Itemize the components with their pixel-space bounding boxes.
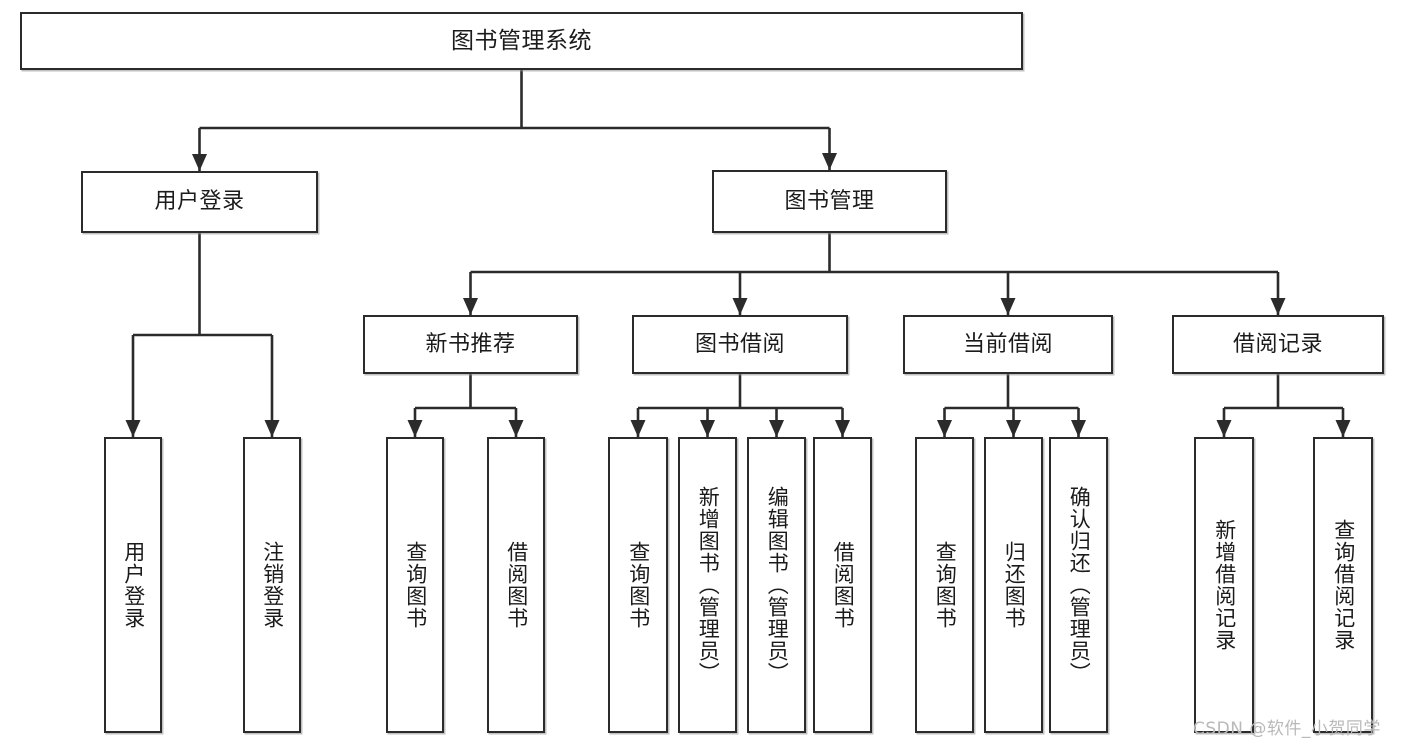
node-l_borrow_book_1[interactable]: 借阅图书	[487, 437, 545, 733]
arrowhead-icon	[822, 153, 837, 170]
node-l_user_login[interactable]: 用户登录	[104, 437, 162, 733]
node-l_edit_book[interactable]: 编辑图书（管理员）	[747, 437, 806, 733]
arrowhead-icon	[192, 154, 207, 171]
arrowhead-icon	[1216, 420, 1232, 437]
node-label: 查询图书	[403, 541, 428, 629]
arrowhead-icon	[1071, 420, 1086, 437]
node-label: 当前借阅	[962, 331, 1053, 357]
arrowhead-icon	[630, 420, 646, 437]
node-l_return_book[interactable]: 归还图书	[984, 437, 1043, 733]
arrowhead-icon	[937, 420, 952, 437]
arrowhead-icon	[1270, 298, 1286, 315]
node-l_query_book_3[interactable]: 查询图书	[915, 437, 974, 733]
node-l_add_book[interactable]: 新增图书（管理员）	[678, 437, 737, 733]
node-l_user_logout[interactable]: 注销登录	[243, 437, 301, 733]
node-l_confirm_ret[interactable]: 确认归还（管理员）	[1049, 437, 1108, 733]
arrowhead-icon	[835, 420, 850, 437]
node-label: 图书管理系统	[451, 27, 592, 54]
arrowhead-icon	[1000, 298, 1016, 315]
arrowhead-icon	[508, 420, 524, 437]
node-label: 归还图书	[1002, 541, 1027, 629]
arrowhead-icon	[264, 420, 280, 437]
arrowhead-icon	[732, 298, 748, 315]
node-label: 确认归还（管理员）	[1067, 486, 1092, 684]
arrowhead-icon	[1335, 420, 1351, 437]
node-new_rec[interactable]: 新书推荐	[363, 315, 578, 374]
node-label: 查询图书	[933, 541, 958, 629]
node-label: 用户登录	[154, 189, 245, 215]
node-root[interactable]: 图书管理系统	[20, 12, 1023, 70]
node-borrow_rec[interactable]: 借阅记录	[1172, 315, 1384, 374]
node-label: 新增图书（管理员）	[696, 486, 721, 684]
arrowhead-icon	[463, 298, 478, 315]
arrowhead-icon	[700, 420, 715, 437]
node-cur_borrow[interactable]: 当前借阅	[903, 315, 1113, 374]
arrowhead-icon	[1006, 420, 1021, 437]
node-label: 借阅图书	[504, 541, 529, 629]
node-label: 注销登录	[260, 541, 285, 629]
node-l_query_book_2[interactable]: 查询图书	[608, 437, 668, 733]
node-label: 图书管理	[784, 188, 875, 214]
node-label: 借阅记录	[1232, 331, 1323, 357]
arrowhead-icon	[769, 420, 784, 437]
node-label: 新增借阅记录	[1212, 519, 1237, 651]
node-label: 用户登录	[121, 541, 146, 629]
arrowhead-icon	[407, 420, 423, 437]
node-label: 图书借阅	[694, 331, 785, 357]
node-user_login[interactable]: 用户登录	[81, 171, 318, 233]
node-label: 借阅图书	[831, 541, 856, 629]
watermark-text: CSDN @软件_小贺同学	[1193, 719, 1381, 739]
node-label: 查询借阅记录	[1331, 519, 1356, 651]
node-book_mgmt[interactable]: 图书管理	[712, 170, 947, 233]
node-label: 编辑图书（管理员）	[765, 486, 790, 684]
node-l_add_rec[interactable]: 新增借阅记录	[1194, 437, 1254, 733]
node-l_query_rec[interactable]: 查询借阅记录	[1313, 437, 1373, 733]
node-label: 查询图书	[626, 541, 651, 629]
arrowhead-icon	[125, 420, 141, 437]
node-l_query_book_1[interactable]: 查询图书	[386, 437, 444, 733]
node-l_borrow_book_2[interactable]: 借阅图书	[813, 437, 872, 733]
node-book_borrow[interactable]: 图书借阅	[632, 315, 848, 374]
node-label: 新书推荐	[425, 331, 516, 357]
